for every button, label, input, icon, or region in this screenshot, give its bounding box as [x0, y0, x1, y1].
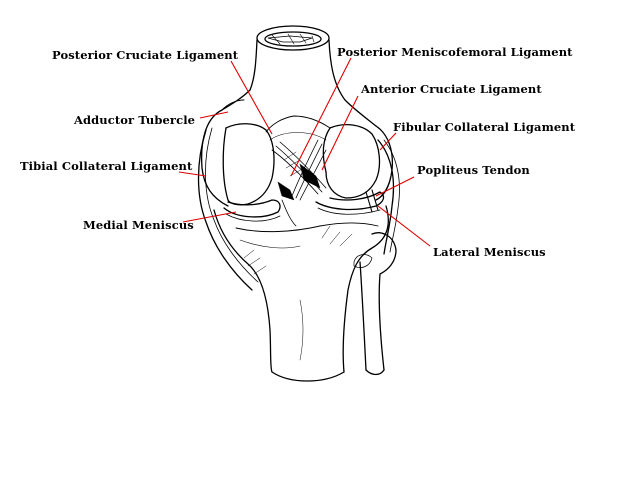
leader-line-acl [321, 95, 359, 171]
leader-line-tcl [178, 171, 207, 177]
leader-line-at [199, 111, 229, 119]
label-anterior-cruciate-ligament: Anterior Cruciate Ligament [361, 82, 542, 96]
leader-line-fcl [379, 132, 397, 151]
label-posterior-cruciate-ligament: Posterior Cruciate Ligament [52, 48, 239, 62]
label-lateral-meniscus: Lateral Meniscus [433, 245, 546, 259]
adductor-tubercle [221, 99, 245, 111]
menisci [223, 189, 385, 222]
leader-line-mm [182, 211, 237, 223]
femur-shaft [221, 25, 377, 127]
cruciate-ligaments [271, 139, 327, 201]
label-adductor-tubercle: Adductor Tubercle [74, 113, 196, 127]
leader-line-pcl [230, 60, 273, 135]
leader-line-pml [290, 57, 352, 177]
label-fibular-collateral-ligament: Fibular Collateral Ligament [393, 120, 576, 134]
leader-lines [178, 57, 431, 247]
collateral-ligaments [197, 127, 400, 291]
label-medial-meniscus: Medial Meniscus [83, 218, 194, 232]
label-tibial-collateral-ligament: Tibial Collateral Ligament [20, 159, 193, 173]
leader-line-pt [375, 176, 415, 197]
label-popliteus-tendon: Popliteus Tendon [417, 163, 530, 177]
leader-line-lm [377, 205, 431, 247]
fibula [353, 232, 397, 376]
tibia [213, 199, 389, 382]
label-posterior-meniscofemoral-ligament: Posterior Meniscofemoral Ligament [337, 45, 573, 59]
